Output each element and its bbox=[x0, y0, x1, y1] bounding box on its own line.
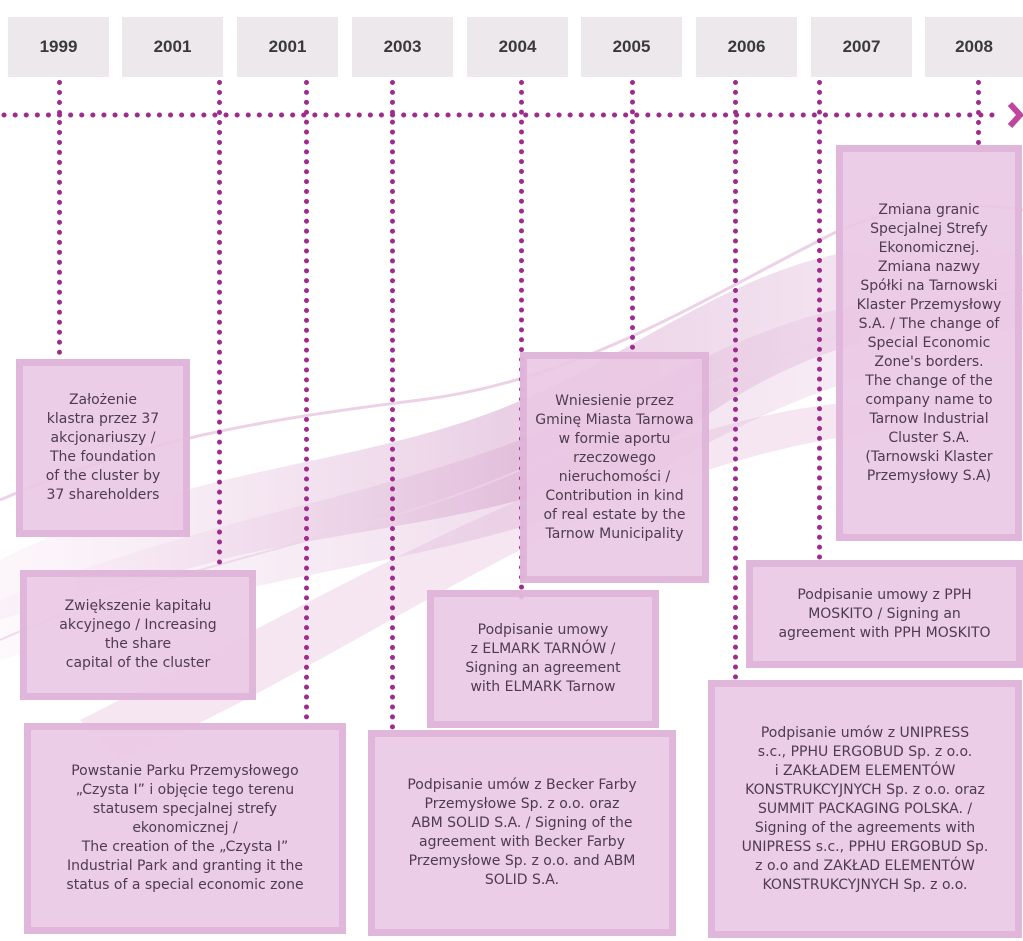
event-text: Podpisanie umowy z PPH MOSKITO / Signing… bbox=[778, 586, 991, 641]
event-text: Podpisanie umowy z ELMARK TARNÓW / Signi… bbox=[465, 622, 621, 695]
event-box-2005: Wniesienie przez Gminę Miasta Tarnowa w … bbox=[520, 352, 709, 583]
event-box-2001-capital: Zwiększenie kapitału akcyjnego / Increas… bbox=[20, 570, 256, 700]
timeline-connector bbox=[57, 80, 62, 355]
timeline-connector bbox=[217, 80, 222, 565]
event-text: Zwiększenie kapitału akcyjnego / Increas… bbox=[59, 598, 217, 671]
event-text: Powstanie Parku Przemysłowego „Czysta I”… bbox=[66, 763, 304, 893]
event-text: Założenie klastra przez 37 akcjonariuszy… bbox=[45, 392, 161, 503]
year-label: 1999 bbox=[8, 17, 109, 77]
year-label: 2008 bbox=[925, 17, 1023, 77]
timeline-connector bbox=[519, 80, 524, 600]
timeline-axis bbox=[1, 101, 1023, 129]
timeline-connector bbox=[630, 80, 635, 350]
event-text: Podpisanie umów z UNIPRESS s.c., PPHU ER… bbox=[741, 724, 989, 893]
timeline-connector bbox=[817, 80, 822, 560]
timeline-connector bbox=[733, 80, 738, 680]
event-text: Wniesienie przez Gminę Miasta Tarnowa w … bbox=[535, 392, 694, 542]
year-label: 2003 bbox=[352, 17, 453, 77]
timeline-connector bbox=[390, 80, 395, 730]
year-label: 2007 bbox=[811, 17, 912, 77]
event-box-2003: Podpisanie umów z Becker Farby Przemysło… bbox=[368, 730, 676, 936]
year-label: 2006 bbox=[696, 17, 797, 77]
event-box-2004: Podpisanie umowy z ELMARK TARNÓW / Signi… bbox=[427, 590, 659, 728]
event-box-1999: Założenie klastra przez 37 akcjonariuszy… bbox=[16, 359, 190, 537]
year-label: 2005 bbox=[581, 17, 682, 77]
timeline-connector bbox=[304, 80, 309, 720]
event-box-2006: Podpisanie umów z UNIPRESS s.c., PPHU ER… bbox=[708, 680, 1022, 938]
event-box-2008: Zmiana granic Specjalnej Strefy Ekonomic… bbox=[836, 145, 1022, 541]
year-label: 2001 bbox=[122, 17, 223, 77]
chevron-right-icon bbox=[1007, 101, 1023, 129]
event-text: Podpisanie umów z Becker Farby Przemysło… bbox=[407, 777, 637, 888]
event-box-2007: Podpisanie umowy z PPH MOSKITO / Signing… bbox=[746, 560, 1023, 668]
event-box-2001-park: Powstanie Parku Przemysłowego „Czysta I”… bbox=[24, 723, 346, 934]
timeline-connector bbox=[976, 80, 981, 145]
event-text: Zmiana granic Specjalnej Strefy Ekonomic… bbox=[856, 201, 1002, 484]
year-label: 2004 bbox=[467, 17, 568, 77]
year-label: 2001 bbox=[237, 17, 338, 77]
